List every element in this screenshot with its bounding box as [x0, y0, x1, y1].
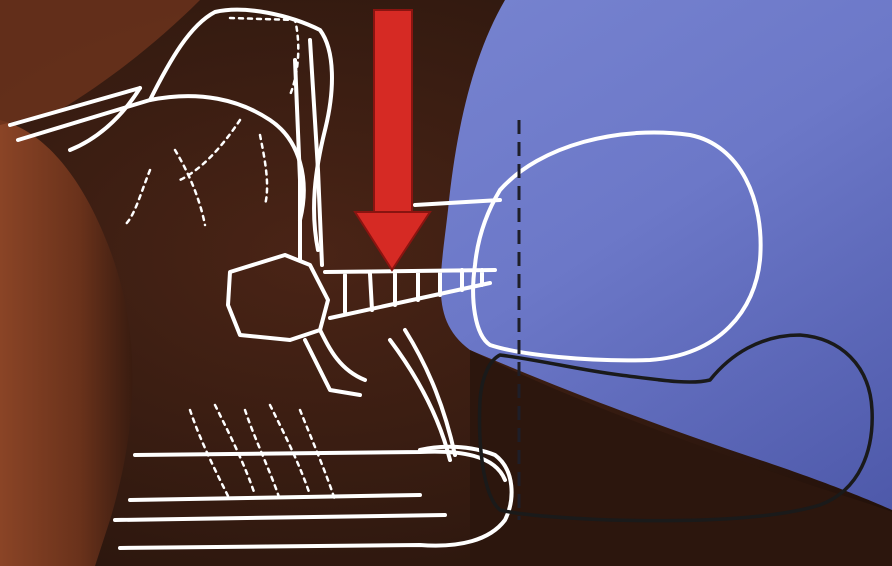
- illustration-scene: [0, 0, 892, 566]
- illustration-canvas: [0, 0, 892, 566]
